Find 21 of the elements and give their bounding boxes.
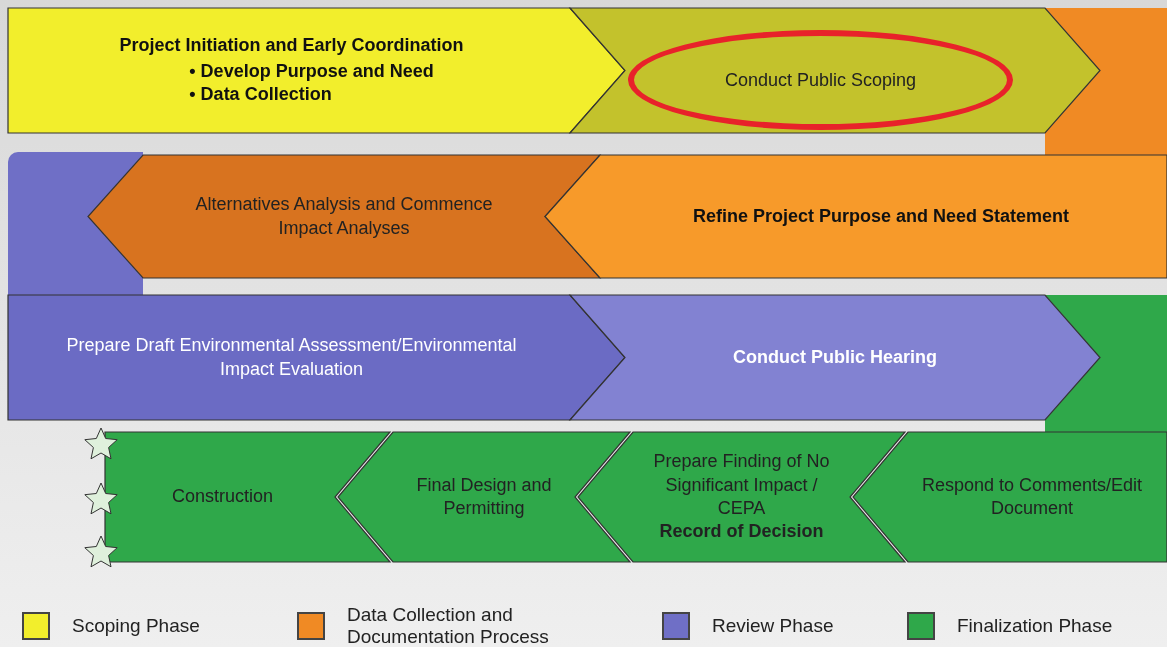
step-label: Record of Decision bbox=[659, 520, 824, 544]
legend-label: Finalization Phase bbox=[957, 615, 1113, 637]
chevron-step bbox=[8, 8, 625, 133]
step-heading: Project Initiation and Early Coordination bbox=[119, 34, 464, 58]
chevron-step bbox=[853, 432, 1167, 562]
highlight-ellipse bbox=[628, 30, 1013, 130]
step-label: Prepare Draft Environmental Assessment/Environmental Impact Evaluation bbox=[65, 334, 518, 381]
legend-label: Data Collection and Documentation Process bbox=[347, 604, 550, 647]
legend-label: Scoping Phase bbox=[72, 615, 200, 637]
bullet-item: • Develop Purpose and Need bbox=[189, 59, 434, 83]
step-label: Respond to Comments/Edit Document bbox=[920, 473, 1144, 520]
chevron-step bbox=[545, 155, 1167, 278]
chevron-step bbox=[338, 432, 630, 562]
step-label: Final Design and Permitting bbox=[415, 473, 553, 520]
bullet-item: • Data Collection bbox=[189, 83, 333, 107]
step-label: Refine Project Purpose and Need Statement bbox=[692, 204, 1070, 228]
legend-label: Review Phase bbox=[712, 615, 834, 637]
step-label: Prepare Finding of No Significant Impact / CEPA bbox=[652, 450, 831, 520]
chevron-step bbox=[8, 295, 625, 420]
chevron-step bbox=[578, 432, 905, 562]
step-label: Conduct Public Scoping bbox=[724, 69, 917, 91]
